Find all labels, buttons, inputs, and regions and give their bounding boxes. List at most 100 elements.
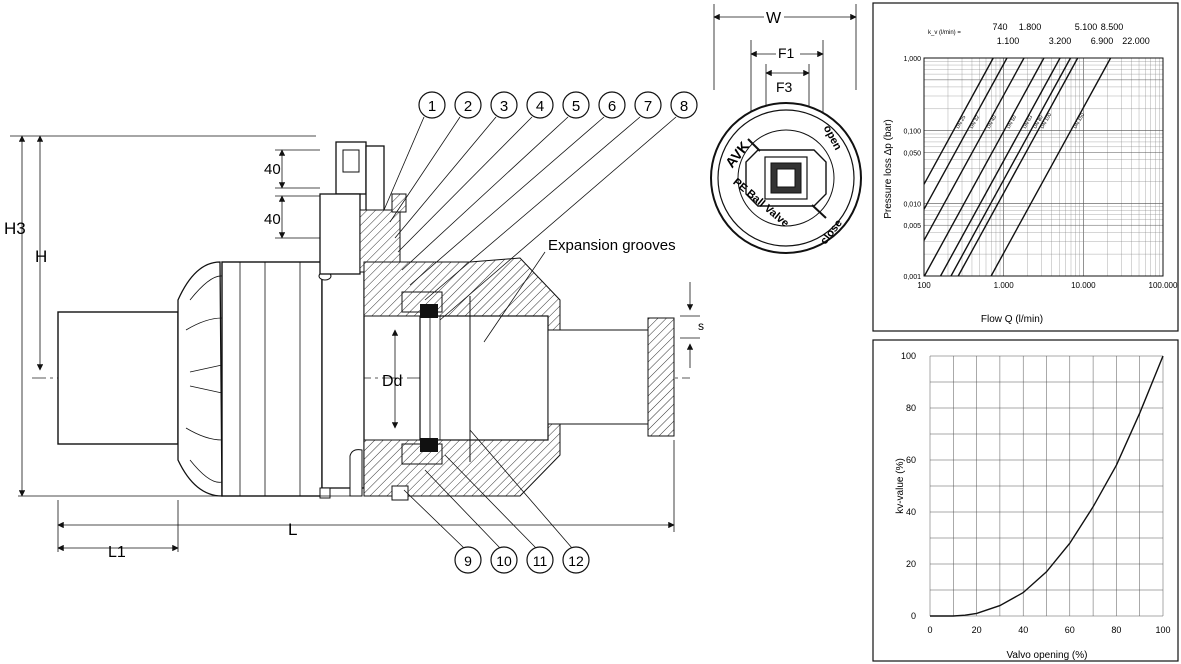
pressure-x-tick-label: 100 xyxy=(917,281,931,290)
pressure-y-tick-label: 0,010 xyxy=(903,201,921,208)
kv-label-bottom: 1.100 xyxy=(997,36,1020,46)
dim-h3-label: H3 xyxy=(4,219,26,238)
pressure-y-tick-label: 0,005 xyxy=(903,223,921,230)
pressure-y-tick-label: 0,001 xyxy=(903,274,921,281)
top-view: AVK PE Ball Valve close open xyxy=(710,4,862,254)
callout-leader xyxy=(424,469,501,549)
callout-circle xyxy=(526,91,554,119)
kv-label-top: 8.500 xyxy=(1101,22,1124,32)
kv-chart-xlabel: Valvo opening (%) xyxy=(1007,650,1088,661)
kv-y-tick-label: 100 xyxy=(901,351,916,361)
kv-x-tick-label: 0 xyxy=(927,625,932,635)
callouts-top: 1 2 3 4 5 6 7 8 xyxy=(383,91,698,321)
pressure-series-line xyxy=(957,57,1079,277)
callout-circle xyxy=(490,546,518,574)
pressure-x-tick-label: 10.000 xyxy=(1071,281,1096,290)
dim-40-lower: 40 xyxy=(264,211,281,228)
callout-leader xyxy=(397,116,533,253)
callout-number-9: 9 xyxy=(464,553,472,569)
callout-number-6: 6 xyxy=(608,98,616,115)
dimension-lines xyxy=(10,135,700,552)
callout-number-10: 10 xyxy=(496,553,512,569)
top-view-f1-label: F1 xyxy=(778,45,795,61)
callout-leader xyxy=(389,116,461,223)
pressure-series-line xyxy=(990,57,1112,277)
pressure-chart-xlabel: Flow Q (l/min) xyxy=(981,314,1043,325)
kv-x-tick-label: 20 xyxy=(972,625,982,635)
kv-y-tick-label: 60 xyxy=(906,455,916,465)
callout-number-7: 7 xyxy=(644,98,652,115)
callout-circle xyxy=(634,91,662,119)
callout-leader xyxy=(401,116,569,271)
top-view-w-label: W xyxy=(766,10,782,27)
callout-number-12: 12 xyxy=(568,553,584,569)
kv-x-tick-label: 80 xyxy=(1111,625,1121,635)
callout-circle xyxy=(562,91,590,119)
callout-number-8: 8 xyxy=(680,98,688,115)
kv-y-tick-label: 40 xyxy=(906,507,916,517)
section-drawing xyxy=(32,141,690,501)
callout-number-2: 2 xyxy=(464,98,472,115)
dim-h-label: H xyxy=(35,247,47,266)
callout-leader xyxy=(424,116,641,301)
callout-leader xyxy=(403,489,465,549)
callout-leader xyxy=(444,454,537,549)
callout-number-11: 11 xyxy=(533,553,548,569)
dim-l-label: L xyxy=(288,520,297,539)
kv-label-top: 1.800 xyxy=(1019,22,1042,32)
pressure-x-tick-label: 1.000 xyxy=(994,281,1015,290)
kv-header-label: k_v (l/min) = xyxy=(928,30,961,36)
kv-y-tick-label: 0 xyxy=(911,611,916,621)
pressure-series-line xyxy=(923,57,1025,241)
kv-label-bottom: 6.900 xyxy=(1091,36,1114,46)
expansion-grooves-label: Expansion grooves xyxy=(548,237,676,254)
kv-y-tick-label: 80 xyxy=(906,403,916,413)
kv-label-top: 740 xyxy=(992,22,1007,32)
kv-chart-ylabel: kv-value (%) xyxy=(895,458,906,514)
dim-s-label: s xyxy=(698,319,704,333)
callout-circle xyxy=(598,91,626,119)
pressure-x-tick-label: 100.000 xyxy=(1149,281,1178,290)
callouts-bottom: 9 10 11 12 xyxy=(403,429,590,574)
pressure-y-tick-label: 1,000 xyxy=(903,56,921,63)
callout-circle xyxy=(526,546,554,574)
callout-circle xyxy=(454,546,482,574)
pressure-series-line xyxy=(923,57,1045,277)
callout-leader xyxy=(394,116,497,239)
pressure-y-tick-label: 0,100 xyxy=(903,129,921,136)
kv-label-bottom: 22.000 xyxy=(1122,36,1150,46)
pressure-series-line xyxy=(950,57,1072,277)
callout-circle xyxy=(454,91,482,119)
callout-number-5: 5 xyxy=(572,98,580,115)
callout-number-3: 3 xyxy=(500,98,508,115)
pressure-series-line xyxy=(939,57,1061,277)
kv-y-tick-label: 20 xyxy=(906,559,916,569)
dim-l1-label: L1 xyxy=(108,544,126,561)
dim-dd-label: Dd xyxy=(382,373,402,390)
pressure-chart-ylabel: Pressure loss Δp (bar) xyxy=(883,119,894,219)
callout-leader xyxy=(409,116,605,286)
callout-circle xyxy=(562,546,590,574)
kv-x-tick-label: 40 xyxy=(1018,625,1028,635)
pressure-series-line xyxy=(923,57,994,185)
kv-x-tick-label: 100 xyxy=(1155,625,1170,635)
kv-label-bottom: 3.200 xyxy=(1049,36,1072,46)
kv-value-chart: 0 20 40 60 80 100 0 20 40 60 80 100 Valvo opening (… xyxy=(872,339,1179,662)
callout-circle xyxy=(418,91,446,119)
pressure-y-tick-label: 0,050 xyxy=(903,151,921,158)
callout-circle xyxy=(490,91,518,119)
kv-curve xyxy=(930,355,1164,617)
top-view-f3-label: F3 xyxy=(776,79,793,95)
callout-leader xyxy=(383,116,425,211)
pressure-series-line xyxy=(923,57,1008,210)
kv-x-tick-label: 60 xyxy=(1065,625,1075,635)
kv-label-top: 5.100 xyxy=(1075,22,1098,32)
callout-circle xyxy=(670,91,698,119)
callout-number-4: 4 xyxy=(536,98,544,115)
callout-leader xyxy=(439,116,677,321)
callout-leader xyxy=(469,429,573,549)
dim-40-upper: 40 xyxy=(264,161,281,178)
callout-number-1: 1 xyxy=(428,98,436,115)
